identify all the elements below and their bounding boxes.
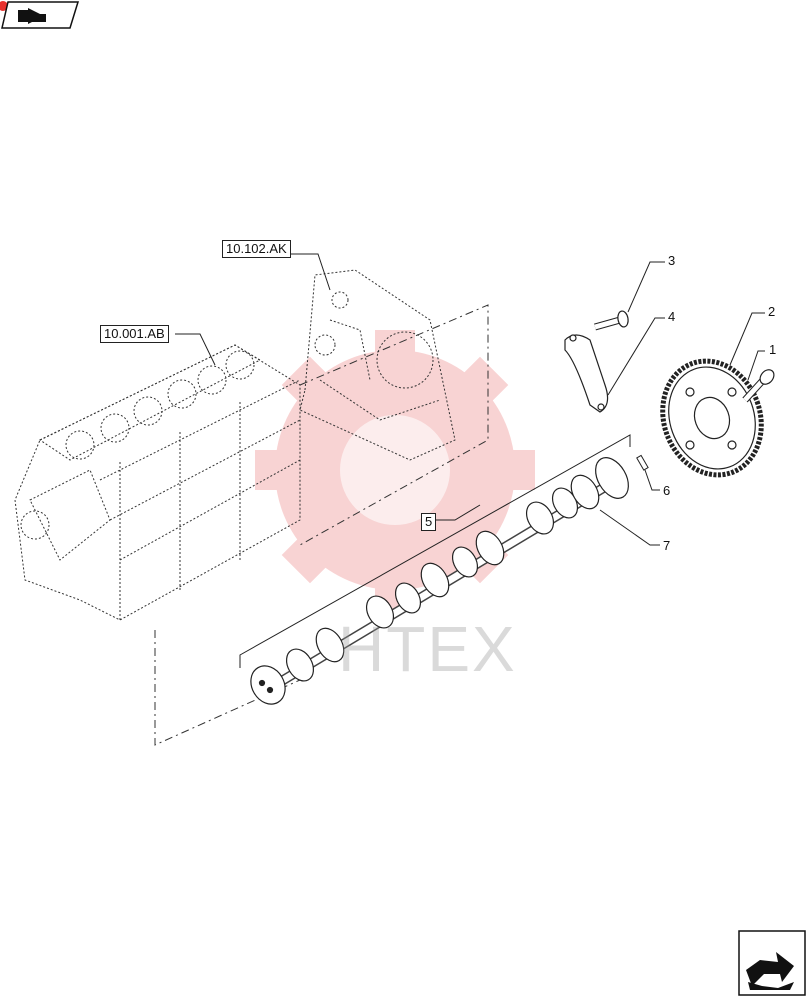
callout-4: 4 bbox=[668, 309, 676, 324]
assembly-boundary bbox=[154, 304, 489, 746]
camshaft bbox=[250, 457, 629, 705]
next-page-icon bbox=[738, 930, 806, 996]
callout-2: 2 bbox=[768, 304, 776, 319]
thrust-plate bbox=[564, 334, 609, 413]
ref-camshaft-assembly: 5 bbox=[421, 513, 437, 531]
callout-7: 7 bbox=[663, 538, 671, 553]
previous-page-button[interactable] bbox=[0, 0, 80, 30]
camshaft-bracket bbox=[239, 434, 631, 668]
callout-6: 6 bbox=[663, 483, 671, 498]
leader-lines bbox=[175, 253, 765, 546]
watermark-text: HTEX bbox=[338, 613, 517, 685]
next-page-button[interactable] bbox=[738, 930, 808, 998]
ref-front-plate[interactable]: 10.102.AK bbox=[222, 240, 291, 258]
callout-1: 1 bbox=[769, 342, 777, 357]
back-page-icon bbox=[0, 1, 80, 29]
camshaft-gear bbox=[660, 358, 764, 478]
callout-3: 3 bbox=[668, 253, 676, 268]
dowel-pin bbox=[636, 454, 649, 471]
engine-block bbox=[14, 344, 301, 621]
gear-bolt bbox=[742, 369, 775, 403]
front-plate bbox=[299, 269, 456, 461]
plate-bolt bbox=[594, 310, 629, 331]
ref-engine-block[interactable]: 10.001.AB bbox=[100, 325, 169, 343]
